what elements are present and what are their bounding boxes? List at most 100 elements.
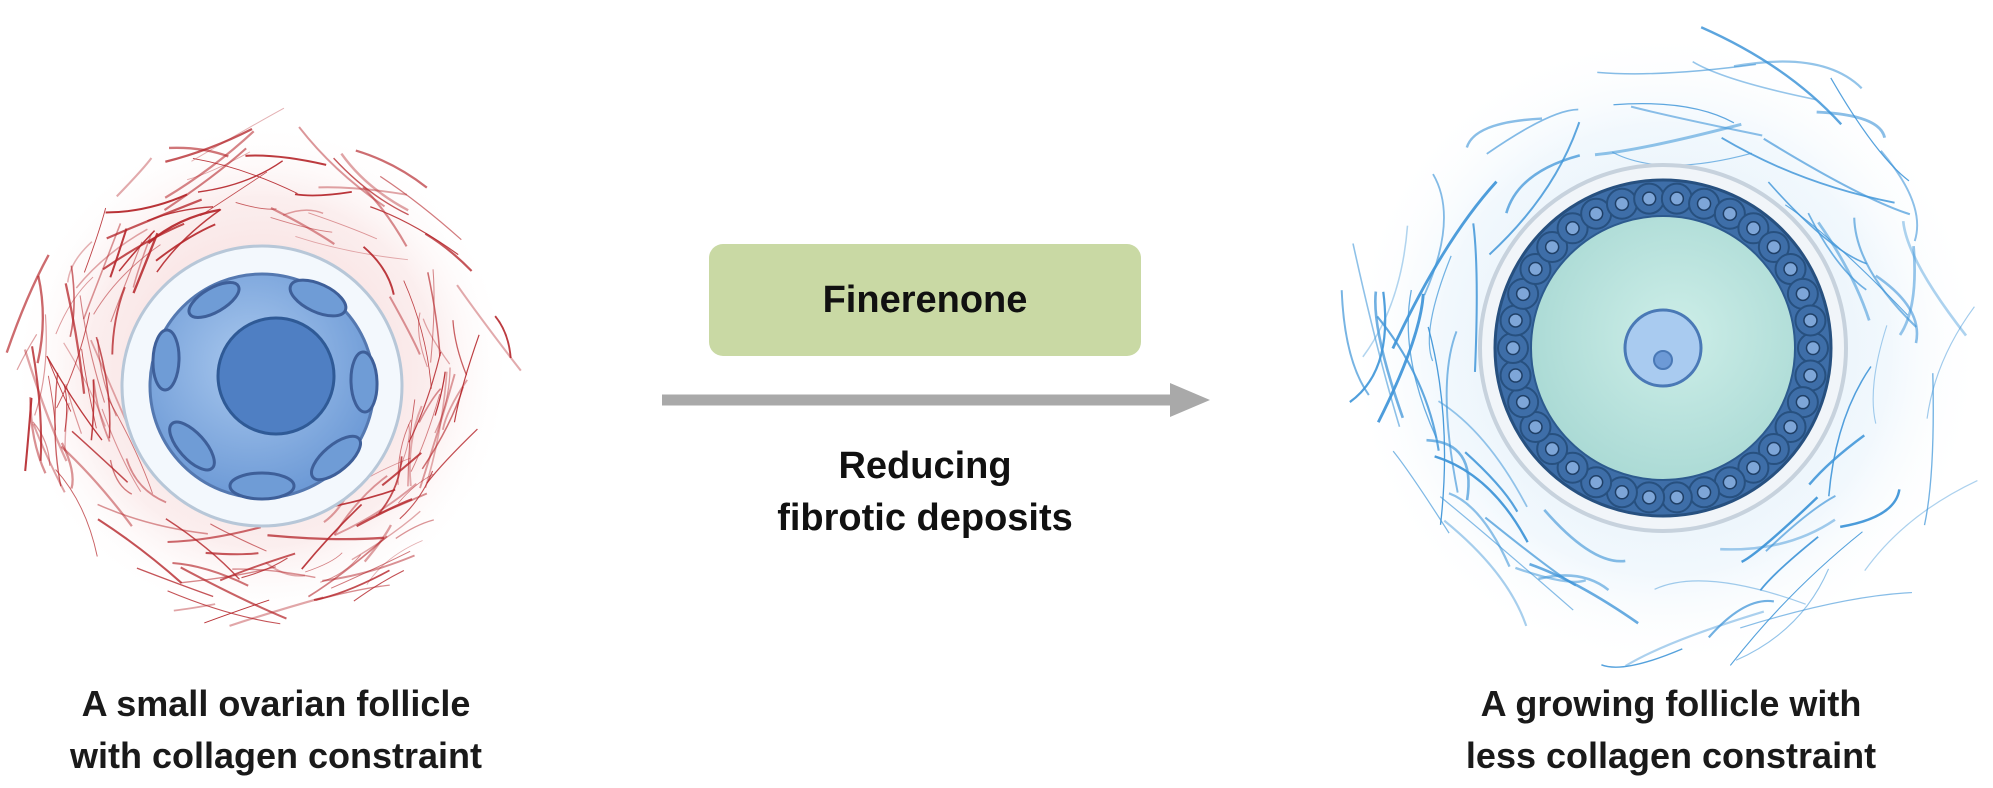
collagen-fiber bbox=[453, 334, 480, 423]
collagen-fiber bbox=[1807, 212, 1867, 291]
cell-nucleus bbox=[1722, 475, 1738, 490]
collagen-fiber bbox=[81, 348, 97, 429]
collagen-fiber bbox=[410, 394, 441, 472]
cell-nucleus bbox=[1528, 261, 1543, 277]
collagen-fiber bbox=[1448, 492, 1511, 568]
collagen-fiber bbox=[1597, 63, 1756, 75]
collagen-fiber bbox=[1880, 150, 1919, 242]
collagen-fiber bbox=[1464, 451, 1519, 513]
cell-nucleus bbox=[1614, 485, 1630, 500]
cell-nucleus bbox=[1641, 191, 1657, 206]
collagen-fiber bbox=[241, 557, 288, 579]
right-caption-line-2: less collagen constraint bbox=[1465, 735, 1877, 776]
collagen-fiber bbox=[320, 554, 362, 583]
collagen-fiber bbox=[36, 275, 45, 364]
collagen-fiber bbox=[105, 193, 188, 214]
cell-nucleus bbox=[1669, 490, 1685, 505]
collagen-fiber bbox=[1872, 325, 1888, 424]
collagen-fiber bbox=[1391, 180, 1498, 350]
collagen-fiber bbox=[422, 318, 451, 365]
collagen-fiber bbox=[322, 554, 415, 582]
collagen-fiber bbox=[46, 356, 72, 412]
collagen-fiber bbox=[408, 405, 423, 487]
collagen-fiber bbox=[34, 314, 47, 416]
cell-nucleus bbox=[1803, 368, 1818, 383]
collagen-fiber bbox=[1767, 181, 1868, 265]
collagen-fiber bbox=[1721, 137, 1895, 204]
collagen-fiber bbox=[132, 232, 159, 294]
cell-nucleus bbox=[1795, 394, 1811, 410]
effect-label: Reducing fibrotic deposits bbox=[700, 440, 1150, 544]
collagen-fiber bbox=[1864, 479, 1978, 572]
collagen-fiber bbox=[424, 371, 448, 489]
dense-collagen-fibers-icon bbox=[5, 107, 522, 627]
collagen-fiber bbox=[1423, 173, 1445, 296]
collagen-fiber bbox=[31, 346, 43, 461]
collagen-fiber bbox=[173, 603, 216, 612]
collagen-fiber bbox=[180, 566, 287, 620]
collagen-fiber bbox=[54, 372, 62, 487]
collagen-fiber bbox=[315, 584, 390, 602]
collagen-fiber bbox=[1808, 434, 1865, 486]
collagen-fiber bbox=[64, 283, 86, 394]
cell-nucleus bbox=[1508, 313, 1523, 328]
collagen-fiber bbox=[1601, 648, 1683, 668]
collagen-fiber bbox=[1594, 122, 1742, 157]
collagen-fiber bbox=[1445, 330, 1459, 493]
collagen-fiber bbox=[1428, 255, 1452, 362]
cell-nucleus bbox=[1515, 286, 1531, 302]
collagen-fiber bbox=[1700, 26, 1843, 126]
collagen-fiber bbox=[340, 152, 409, 212]
right-caption-line-1: A growing follicle with bbox=[1480, 683, 1862, 724]
collagen-fiber bbox=[1443, 519, 1528, 627]
collagen-fiber bbox=[1817, 221, 1871, 321]
collagen-fiber bbox=[71, 430, 129, 483]
collagen-fiber bbox=[333, 157, 409, 216]
collagen-fiber bbox=[110, 241, 143, 323]
collagen-fiber bbox=[125, 458, 167, 504]
cell-nucleus bbox=[1508, 368, 1523, 383]
collagen-fiber bbox=[1733, 60, 1863, 90]
cell-nucleus bbox=[1766, 441, 1782, 457]
collagen-fiber bbox=[434, 371, 446, 416]
collagen-fiber bbox=[434, 367, 451, 434]
collagen-fiber bbox=[1376, 293, 1425, 423]
collagen-fiber bbox=[111, 286, 126, 355]
collagen-fiber bbox=[398, 473, 434, 504]
collagen-fiber bbox=[197, 160, 284, 193]
cell-nucleus bbox=[1805, 340, 1821, 356]
collagen-fiber bbox=[1376, 315, 1440, 451]
collagen-fiber bbox=[60, 445, 133, 527]
cell-nucleus bbox=[1669, 191, 1685, 206]
effect-line-1: Reducing bbox=[838, 445, 1012, 487]
collagen-fiber bbox=[426, 428, 478, 484]
collagen-fiber bbox=[163, 147, 247, 211]
right-caption: A growing follicle with less collagen co… bbox=[1395, 678, 1947, 782]
arrow-right-icon bbox=[662, 383, 1210, 417]
collagen-fiber bbox=[388, 296, 421, 355]
collagen-fiber bbox=[298, 126, 386, 208]
collagen-fiber bbox=[168, 146, 229, 158]
collagen-fiber bbox=[305, 552, 343, 573]
collagen-fiber bbox=[1707, 599, 1775, 639]
collagen-fiber bbox=[187, 151, 251, 181]
collagen-fiber bbox=[55, 276, 94, 335]
collagen-fiber bbox=[1362, 225, 1409, 358]
collagen-fiber bbox=[164, 130, 255, 199]
effect-line-2: fibrotic deposits bbox=[777, 497, 1073, 539]
collagen-fiber bbox=[66, 241, 93, 283]
collagen-fiber bbox=[351, 510, 421, 561]
collagen-fiber bbox=[407, 399, 416, 487]
collagen-fiber bbox=[245, 154, 327, 166]
collagen-fiber bbox=[210, 523, 267, 552]
collagen-fiber bbox=[1759, 536, 1819, 591]
collagen-fiber bbox=[165, 127, 253, 163]
collagen-fiber bbox=[109, 228, 128, 278]
cell-nucleus bbox=[1614, 196, 1630, 211]
collagen-fiber bbox=[97, 518, 183, 584]
collagen-fiber bbox=[301, 503, 363, 570]
collagen-fiber bbox=[1352, 243, 1401, 428]
collagen-fiber bbox=[191, 107, 285, 162]
collagen-fiber bbox=[1735, 568, 1830, 661]
collagen-fiber bbox=[167, 590, 281, 625]
